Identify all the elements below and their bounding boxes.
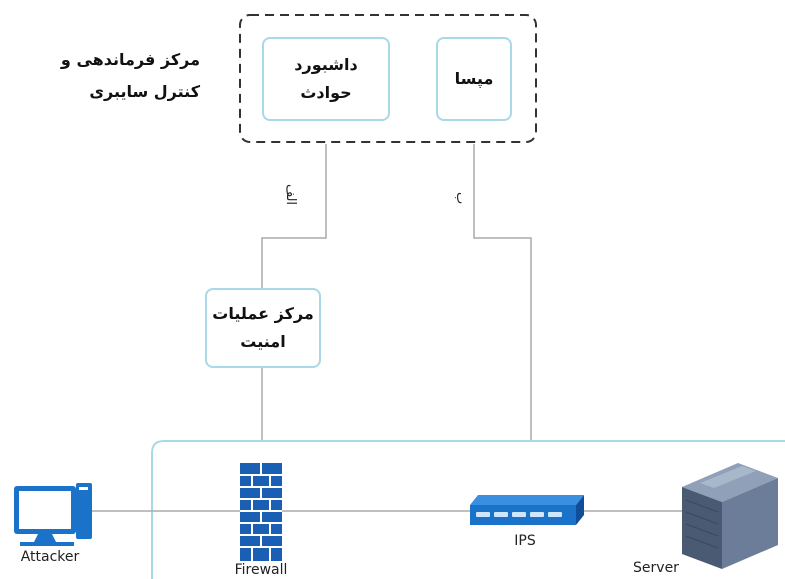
attacker-label: Attacker (20, 549, 80, 565)
soc-box: مرکز عملیات امنیت (205, 288, 321, 368)
command-center-title: مرکز فرماندهی و کنترل سایبری (60, 50, 200, 101)
firewall-icon (240, 463, 282, 561)
incident-dashboard-box: داشبورد حوادث (262, 37, 390, 121)
link-a-line (261, 144, 327, 288)
link-b-label: ب (453, 192, 468, 205)
server-label: Server (633, 560, 679, 576)
ips-label: IPS (514, 533, 536, 549)
incident-dashboard-label: داشبورد حوادث (294, 55, 358, 102)
mapsa-label: مپسا (454, 69, 494, 88)
command-center-container (239, 14, 537, 143)
ips-icon (470, 495, 584, 525)
firewall-label: Firewall (234, 562, 288, 578)
link-a-label: الف (283, 184, 298, 206)
mapsa-box: مپسا (436, 37, 512, 121)
server-icon (682, 463, 778, 569)
link-b-line (473, 144, 532, 441)
network-region-border (151, 440, 785, 579)
computer-icon (14, 483, 92, 546)
soc-label: مرکز عملیات امنیت (212, 304, 314, 351)
